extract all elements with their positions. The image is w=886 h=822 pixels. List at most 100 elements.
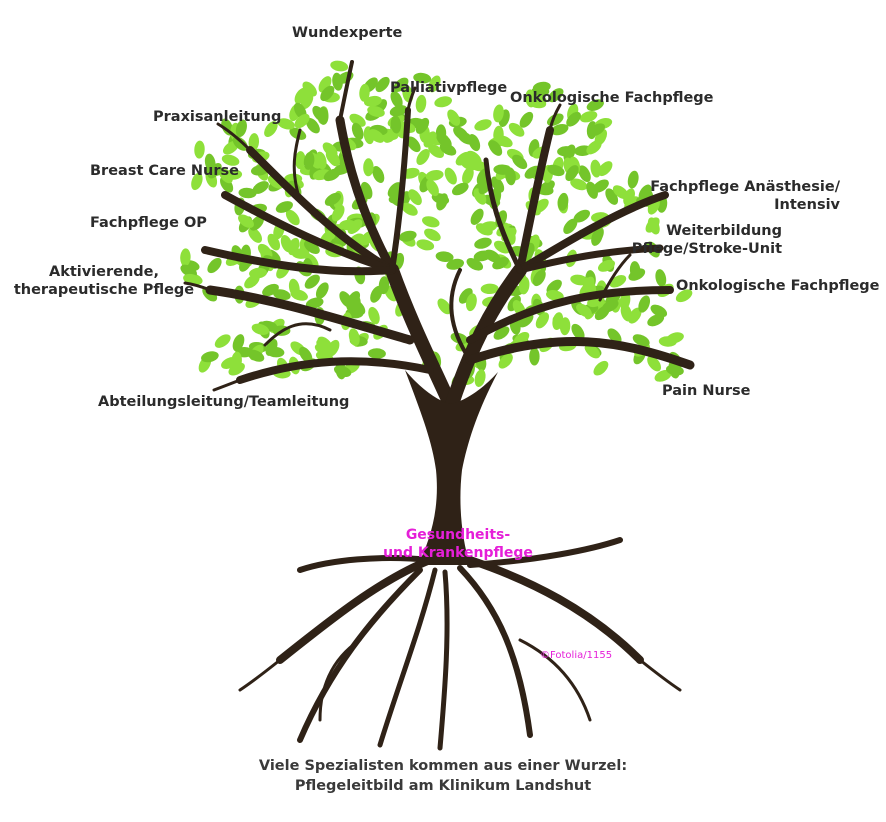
leaf — [579, 110, 598, 123]
root-right-2 — [466, 556, 644, 664]
leaf — [320, 85, 335, 102]
label-weiterbildung-line2: Pflege/Stroke-Unit — [631, 241, 782, 257]
leaf — [474, 237, 492, 249]
branch-palliativ — [389, 107, 411, 273]
branch-onko-right — [466, 286, 674, 344]
leaf — [647, 355, 661, 372]
leaf — [422, 216, 440, 228]
leaf — [194, 140, 205, 159]
leaf — [570, 178, 588, 191]
branch-op — [201, 246, 396, 276]
leaf — [368, 306, 380, 325]
leaf — [251, 323, 270, 335]
leaf — [475, 223, 493, 236]
leaf — [232, 136, 248, 151]
leaf — [201, 351, 219, 363]
leaf — [444, 167, 457, 185]
leaf — [416, 149, 430, 165]
twig-wundexperte — [338, 60, 354, 122]
label-weiterbildung: Weiterbildung Pflege/Stroke-Unit — [600, 222, 782, 258]
leaf — [571, 323, 585, 340]
leaf — [588, 123, 606, 137]
twig-right-3 — [598, 253, 632, 302]
leaf — [591, 228, 603, 246]
branch-praxis — [246, 146, 396, 274]
leaf — [339, 219, 358, 231]
label-aktivierende-pflege-line1: Aktivierende, — [48, 264, 160, 280]
leaf — [436, 133, 452, 148]
leaf — [285, 209, 300, 226]
leaf — [447, 109, 461, 126]
leaf — [346, 301, 360, 317]
leaf — [658, 336, 677, 347]
leaf — [295, 151, 306, 170]
leaf — [370, 285, 383, 303]
twig-right-1 — [483, 157, 523, 273]
image-credit: ©Fotolia/1155 — [540, 650, 613, 661]
leaf — [598, 259, 615, 272]
leaf — [235, 119, 247, 138]
leaf — [314, 343, 333, 355]
leaf — [331, 204, 345, 222]
label-weiterbildung-line1: Weiterbildung — [666, 223, 782, 239]
leaf — [275, 201, 293, 213]
leaf — [675, 289, 693, 303]
label-praxisanleitung: Praxisanleitung — [153, 109, 282, 125]
leaf — [401, 202, 418, 216]
label-abteilungsleitung: Abteilungsleitung/Teamleitung — [98, 394, 350, 410]
twig-aktiv — [183, 281, 212, 292]
leaf — [426, 179, 439, 197]
leaf — [529, 347, 540, 366]
leaf — [415, 94, 427, 113]
leaf — [666, 364, 684, 376]
leaf — [546, 289, 564, 301]
leaf — [535, 312, 550, 329]
leaf — [191, 172, 203, 191]
label-pain-nurse: Pain Nurse — [662, 383, 751, 399]
leaf — [415, 117, 430, 134]
leaf — [532, 81, 551, 93]
leaf — [375, 76, 390, 93]
leaf — [231, 351, 242, 370]
leaf — [322, 142, 338, 157]
leaf — [244, 274, 260, 289]
branch-pain — [465, 337, 695, 370]
label-fachpflege-anaesthesie: Fachpflege Anästhesie/ Intensiv — [640, 178, 840, 214]
leaf — [546, 279, 562, 294]
leaf — [372, 166, 385, 183]
leaf — [474, 119, 492, 131]
leaf — [398, 230, 417, 242]
leaf — [590, 159, 602, 178]
leaf — [582, 276, 595, 294]
leaf — [257, 243, 273, 259]
leaf — [180, 248, 191, 267]
leaf — [565, 165, 579, 182]
caption: Viele Spezialisten kommen aus einer Wurz… — [0, 756, 886, 796]
twig-right-2 — [449, 268, 472, 362]
leaf — [389, 105, 408, 117]
leaf — [249, 215, 264, 231]
leaf — [505, 167, 516, 186]
root-left-2 — [297, 567, 423, 743]
root-left-1 — [276, 556, 434, 664]
leaf — [547, 164, 565, 177]
root-right-3 — [467, 537, 623, 568]
leaf — [508, 122, 525, 137]
leaf — [390, 115, 402, 134]
leaf — [204, 165, 223, 176]
leaf — [277, 118, 295, 130]
leaf — [484, 249, 501, 263]
leaf — [248, 227, 262, 243]
leaf — [413, 72, 432, 84]
leaf — [601, 299, 619, 313]
root-label-line1: Gesundheits- — [405, 527, 511, 543]
leaf — [214, 334, 231, 348]
leaf — [584, 344, 601, 359]
leaf — [288, 278, 300, 297]
leaf — [518, 276, 530, 295]
leaf — [586, 99, 604, 111]
leaf — [512, 154, 528, 170]
leaf — [408, 189, 422, 206]
